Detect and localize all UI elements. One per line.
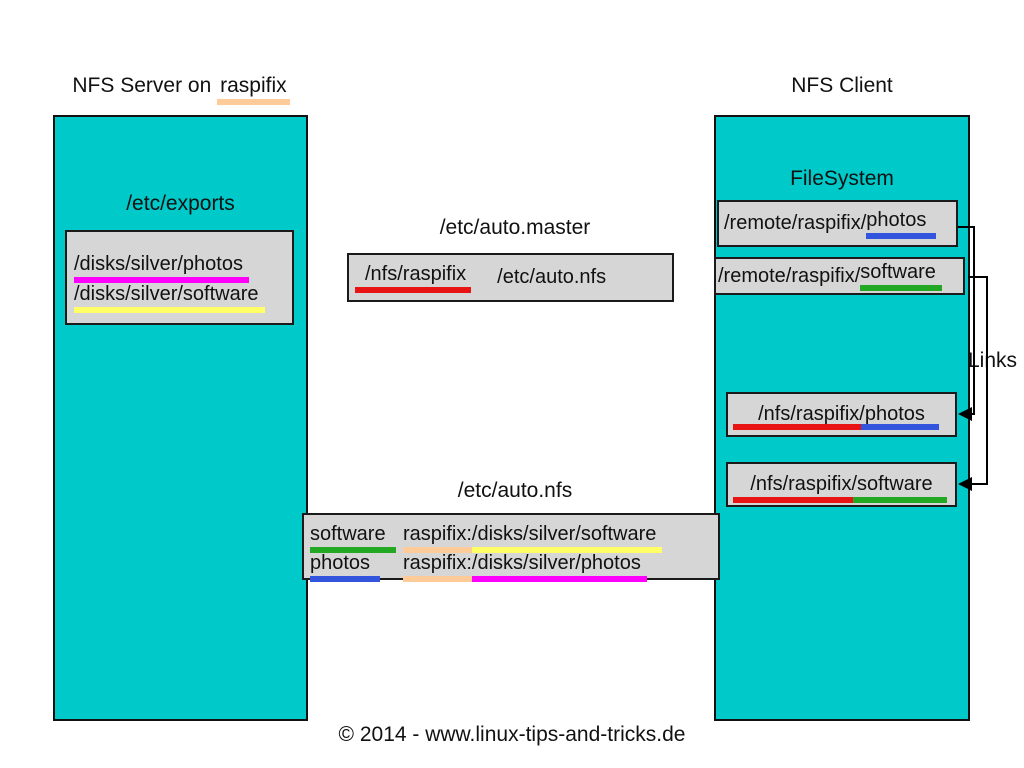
client-title: NFS Client <box>791 74 893 97</box>
auto-master-file-box: /nfs/raspifix /etc/auto.nfs <box>347 253 674 302</box>
remote-photos-prefix: /remote/raspifix/ <box>724 212 867 234</box>
server-title-prefix: NFS Server on <box>72 74 218 97</box>
blue-underline-segment <box>860 424 939 430</box>
server-hostname-highlight: raspifix <box>217 74 290 105</box>
auto-nfs-host: raspifix: <box>403 523 472 553</box>
links-label: Links <box>968 349 1018 372</box>
auto-nfs-key: photos <box>310 552 403 582</box>
remote-photos-leaf: photos <box>866 209 937 239</box>
auto-nfs-key: software <box>310 523 403 553</box>
auto-nfs-path: /disks/silver/photos <box>471 552 647 582</box>
export-entry-software: /disks/silver/software <box>74 283 292 313</box>
auto-master-label: /etc/auto.master <box>439 216 591 239</box>
auto-nfs-label: /etc/auto.nfs <box>457 479 573 502</box>
exports-file-label: /etc/exports <box>126 192 235 215</box>
server-title: NFS Server on raspifix <box>40 74 322 105</box>
green-underline-segment <box>852 497 947 503</box>
link-line-software <box>968 276 988 485</box>
copyright-footer: © 2014 - www.linux-tips-and-tricks.de <box>338 723 686 746</box>
exports-file-box: /disks/silver/photos /disks/silver/softw… <box>65 230 294 325</box>
filesystem-label: FileSystem <box>790 167 894 190</box>
nfs-software-path: /nfs/raspifix/software <box>750 473 933 495</box>
export-entry-photos: /disks/silver/photos <box>74 253 292 283</box>
nfs-server-panel <box>53 115 308 721</box>
nfs-software-dir-box: /nfs/raspifix/software <box>726 462 957 507</box>
remote-software-mount-box: /remote/raspifix/software <box>714 257 965 295</box>
nfs-software-underline <box>733 497 947 503</box>
remote-software-leaf: software <box>860 261 942 291</box>
auto-master-mount-point: /nfs/raspifix <box>355 263 472 293</box>
nfs-photos-path: /nfs/raspifix/photos <box>758 403 925 425</box>
auto-nfs-path: /disks/silver/software <box>471 523 663 553</box>
nfs-photos-dir-box: /nfs/raspifix/photos <box>726 392 957 437</box>
auto-nfs-host: raspifix: <box>403 552 472 582</box>
red-underline-segment <box>733 497 853 503</box>
remote-photos-mount-box: /remote/raspifix/photos <box>717 200 958 247</box>
auto-master-map-file: /etc/auto.nfs <box>497 266 607 288</box>
nfs-photos-underline <box>733 424 939 430</box>
remote-software-prefix: /remote/raspifix/ <box>718 264 861 287</box>
red-underline-segment <box>733 424 861 430</box>
